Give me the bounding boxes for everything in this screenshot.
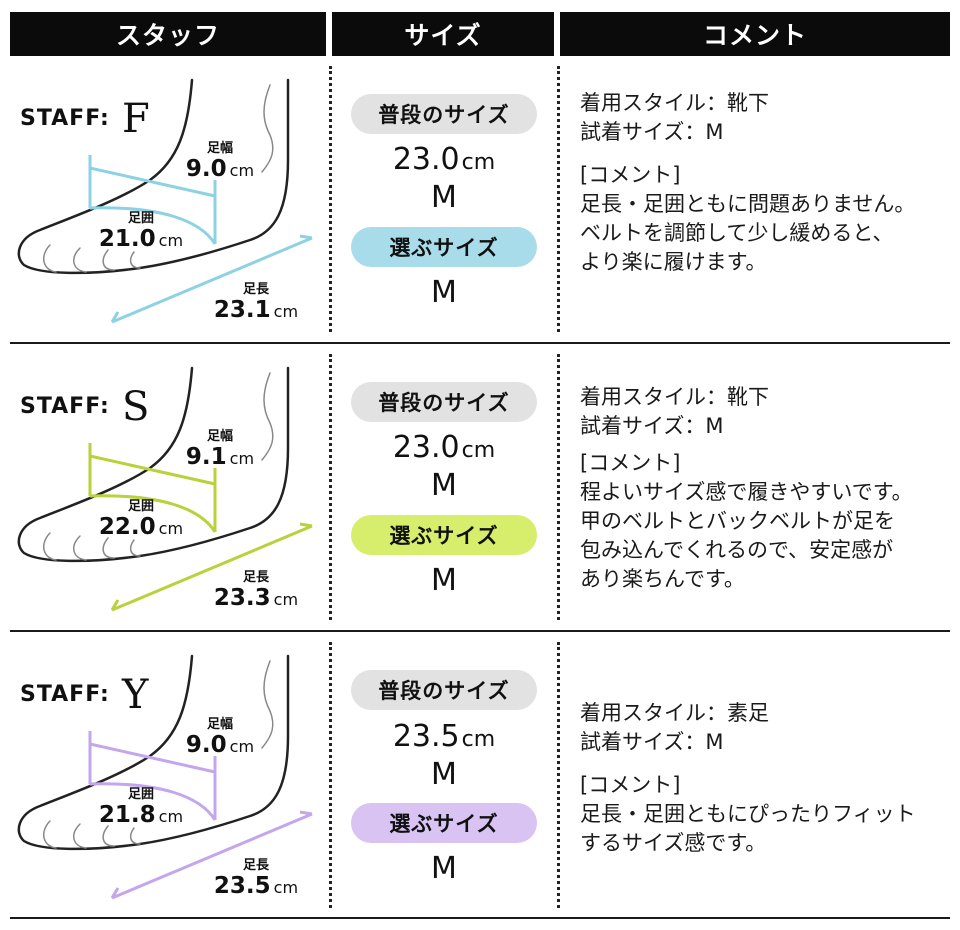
column-divider	[329, 642, 332, 908]
tried-size: 試着サイズ：M	[580, 414, 724, 438]
staff-initial: Y	[122, 672, 149, 718]
staff-label: STAFF:	[20, 394, 110, 419]
comment-heading: [コメント]	[580, 773, 681, 797]
measure-lines	[88, 155, 313, 324]
measure-lines	[88, 443, 313, 612]
usual-size-badge: 普段のサイズ	[351, 382, 537, 422]
measure-lines	[88, 731, 313, 900]
wear-style: 着用スタイル：素足	[580, 701, 769, 725]
comment-line: 足長・足囲ともにぴったりフィット	[580, 802, 916, 826]
comment-line: 足長・足囲ともに問題ありません。	[580, 192, 916, 216]
comment-heading: [コメント]	[580, 451, 681, 475]
comment-line: するサイズ感です。	[580, 831, 767, 855]
comment-heading: [コメント]	[580, 163, 681, 187]
tried-size: 試着サイズ：M	[580, 730, 724, 754]
row-divider	[10, 630, 950, 632]
foot-illustration	[17, 78, 313, 324]
row-divider	[10, 917, 950, 919]
staff-label: STAFF:	[20, 682, 110, 707]
column-divider	[329, 66, 332, 332]
comment-block: 着用スタイル：靴下 試着サイズ：M [コメント] 足長・足囲ともに問題ありません…	[580, 89, 915, 277]
staff-label: STAFF:	[20, 106, 110, 131]
usual-size-badge: 普段のサイズ	[351, 94, 537, 134]
foot-illustration	[17, 654, 313, 900]
row-divider	[10, 342, 950, 344]
tried-size: 試着サイズ：M	[580, 120, 724, 144]
header-comment: コメント	[560, 12, 950, 56]
header-staff: スタッフ	[10, 12, 326, 56]
chosen-size-value: M	[431, 275, 457, 310]
staff-initial: F	[122, 96, 150, 142]
comment-line: ベルトを調節して少し緩めると、	[580, 221, 894, 245]
comment-line: より楽に履けます。	[580, 250, 767, 274]
comment-line: 程よいサイズ感で履きやすいです。	[580, 480, 913, 504]
chosen-size-value: M	[431, 851, 457, 886]
comment-line: 包み込んでくれるので、安定感が	[580, 538, 894, 562]
usual-size-badge: 普段のサイズ	[351, 670, 537, 710]
comment-line: 甲のベルトとバックベルトが足を	[580, 509, 895, 533]
chosen-size-value: M	[431, 563, 457, 598]
comment-block: 着用スタイル：靴下 試着サイズ：M [コメント] 程よいサイズ感で履きやすいです…	[580, 383, 913, 594]
column-divider	[329, 354, 332, 620]
column-divider	[557, 66, 560, 332]
wear-style: 着用スタイル：靴下	[580, 91, 769, 115]
chosen-size-badge: 選ぶサイズ	[351, 803, 537, 843]
staff-initial: S	[122, 384, 150, 430]
column-divider	[557, 642, 560, 908]
chosen-size-badge: 選ぶサイズ	[351, 227, 537, 267]
header-size: サイズ	[332, 12, 554, 56]
wear-style: 着用スタイル：靴下	[580, 385, 769, 409]
column-divider	[557, 354, 560, 620]
foot-illustration	[17, 366, 313, 612]
chosen-size-badge: 選ぶサイズ	[351, 515, 537, 555]
comment-block: 着用スタイル：素足 試着サイズ：M [コメント] 足長・足囲ともにぴったりフィッ…	[580, 699, 916, 858]
comment-line: あり楽ちんです。	[580, 567, 745, 591]
